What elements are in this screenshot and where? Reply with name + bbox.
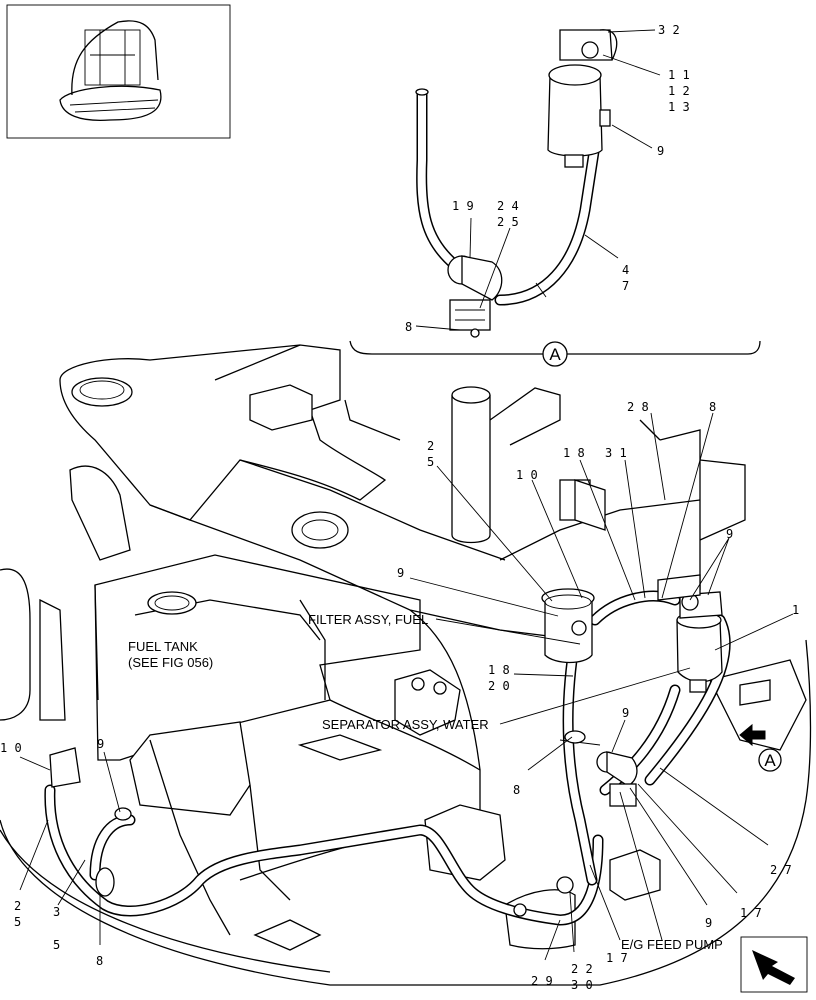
callout-12: 1 2	[668, 84, 690, 98]
callout-18-up: 1 8	[563, 446, 585, 460]
view-marker-top: A	[549, 345, 561, 364]
callout-5-upper: 5	[427, 455, 434, 469]
callout-31: 3 1	[605, 446, 627, 460]
view-direction-arrow	[542, 341, 782, 772]
callout-11: 1 1	[668, 68, 690, 82]
callout-18: 1 8	[488, 663, 510, 677]
machine-overview-thumbnail	[6, 4, 231, 139]
callout-32: 3 2	[658, 23, 680, 37]
callout-25-5: 5	[14, 915, 21, 929]
callout-1: 1	[792, 603, 799, 617]
callout-35-5: 5	[53, 938, 60, 952]
callout-8-right: 8	[709, 400, 716, 414]
callout-8-mid: 8	[513, 783, 520, 797]
callout-27: 2 7	[770, 863, 792, 877]
callout-13: 1 3	[668, 100, 690, 114]
callout-24: 2 4	[497, 199, 519, 213]
callout-19: 1 9	[452, 199, 474, 213]
callout-8-top: 8	[405, 320, 412, 334]
callout-22: 2 2	[571, 962, 593, 976]
callout-17-a: 1 7	[606, 951, 628, 965]
detail-a-view	[349, 29, 761, 355]
callout-9-bottom: 9	[705, 916, 712, 930]
leader-lines	[19, 29, 794, 961]
callout-4: 4	[622, 263, 629, 277]
label-feed-pump: E/G FEED PUMP	[621, 937, 723, 952]
label-filter-assy: FILTER ASSY, FUEL	[308, 612, 428, 627]
callout-9-right: 9	[726, 527, 733, 541]
callout-25-2: 2	[14, 899, 21, 913]
callout-35-3: 3	[53, 905, 60, 919]
callout-9-left: 9	[97, 737, 104, 751]
callout-2-upper: 2	[427, 439, 434, 453]
main-components	[49, 479, 723, 917]
navigation-arrow-icon[interactable]	[740, 936, 808, 993]
callout-28: 2 8	[627, 400, 649, 414]
callout-10-mid: 1 0	[516, 468, 538, 482]
callout-17-b: 1 7	[740, 906, 762, 920]
callout-7: 7	[622, 279, 629, 293]
callout-9-mid: 9	[397, 566, 404, 580]
label-separator-assy: SEPARATOR ASSY, WATER	[322, 717, 489, 732]
callout-20: 2 0	[488, 679, 510, 693]
label-fuel-tank: FUEL TANK	[128, 639, 198, 654]
callout-9-top: 9	[657, 144, 664, 158]
callout-29: 2 9	[531, 974, 553, 988]
label-fuel-tank-ref: (SEE FIG 056)	[128, 655, 213, 670]
machine-frame	[0, 344, 812, 986]
callout-8-bottom: 8	[96, 954, 103, 968]
view-marker-right: A	[764, 751, 776, 770]
callout-25-top: 2 5	[497, 215, 519, 229]
callout-9-pump: 9	[622, 706, 629, 720]
callout-30: 3 0	[571, 978, 593, 992]
callout-10-left: 1 0	[0, 741, 22, 755]
